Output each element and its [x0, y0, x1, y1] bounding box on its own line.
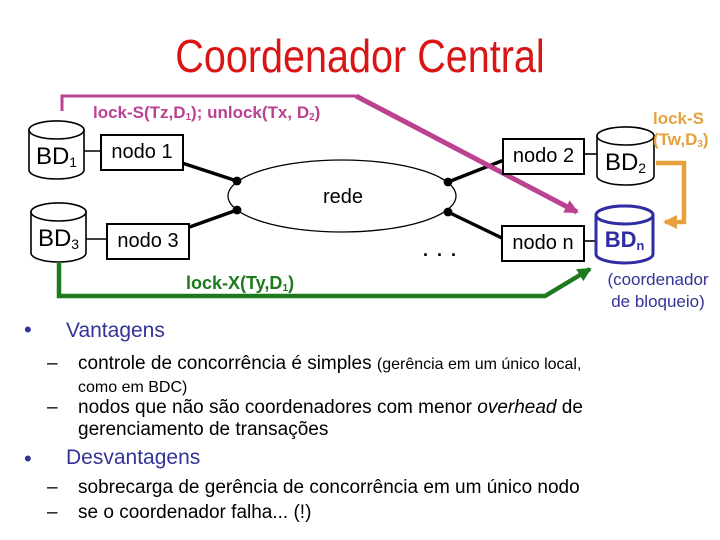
db-label-bdn: BDn	[596, 227, 653, 253]
node-label-n: nodo n	[512, 232, 574, 254]
adv-item1-small1: (gerência em um único local,	[376, 356, 582, 373]
bd1-sub: 1	[69, 154, 78, 171]
coordinator-note-line2: de bloqueio)	[611, 292, 705, 311]
lock-bottom-sub: 1	[282, 283, 289, 295]
lock-right-sub: 3	[697, 139, 703, 151]
bdn-text: BD	[604, 227, 637, 252]
lock-annotation-top: lock-S(Tz,D1); unlock(Tx, D2)	[93, 103, 321, 124]
lock-annotation-bottom: lock-X(Ty,D1)	[186, 273, 295, 295]
bullet-vantagens-dot: •	[24, 317, 32, 342]
node-network-links	[175, 158, 505, 241]
adv-item1: controle de concorrência é simples (gerê…	[78, 353, 581, 398]
network-label: rede	[323, 186, 364, 208]
dot-noden	[443, 207, 453, 217]
link-node2	[447, 158, 505, 184]
node-box-n: nodo n	[501, 225, 585, 262]
link-node3	[183, 208, 238, 231]
bd3-sub: 3	[71, 236, 80, 253]
node-box-3: nodo 3	[106, 223, 190, 260]
node-label-3: nodo 3	[117, 230, 179, 252]
db-cylinder-bd2	[596, 126, 655, 186]
node-label-2: nodo 2	[512, 145, 575, 167]
adv-item1-main: controle de concorrência é simples	[78, 353, 377, 374]
dis-item1: sobrecarga de gerência de concorrência e…	[78, 477, 580, 498]
adv-item2: nodos que não são coordenadores com meno…	[78, 397, 583, 440]
lock-right-text: (Tw,D	[653, 130, 698, 149]
bd2-text: BD	[604, 149, 639, 176]
db-cylinder-bd3	[30, 202, 87, 263]
db-label-bd3: BD3	[31, 225, 86, 253]
lock-right-line1: lock-S	[653, 109, 705, 128]
db-label-bd1: BD1	[29, 143, 84, 171]
link-noden	[447, 210, 505, 241]
lock-s-magenta-bracket	[60, 94, 356, 111]
bdn-sub: n	[636, 237, 645, 253]
heading-vantagens: Vantagens	[66, 319, 165, 342]
dot-node1	[232, 176, 242, 186]
page-title: Coordenador Central	[175, 30, 545, 82]
network-attach-dots	[232, 176, 453, 217]
heading-desvantagens: Desvantagens	[66, 446, 201, 469]
coordinator-note: (coordenador de bloqueio)	[596, 269, 720, 313]
dis-item2: se o coordenador falha... (!)	[78, 502, 312, 523]
bd1-text: BD	[35, 143, 70, 170]
lock-top-text2: ); unlock(Tx, D	[191, 103, 310, 122]
link-node1	[175, 159, 238, 183]
dot-node3	[232, 205, 242, 215]
bullet-desvantagens-dot: •	[24, 446, 32, 471]
lock-bottom-text2: )	[288, 273, 295, 293]
ellipsis-dots: . . .	[423, 240, 459, 260]
dash-adv-item1: –	[47, 353, 58, 374]
dash-adv-item2: –	[47, 397, 58, 418]
dash-dis-item1: –	[47, 477, 58, 498]
lock-bottom-text: lock-X(Ty,D	[186, 273, 283, 293]
node-label-1: nodo 1	[111, 141, 173, 163]
lock-x-green-arrow	[56, 262, 592, 299]
db-cylinder-bd1	[28, 120, 85, 180]
lock-right-text2: )	[702, 130, 709, 149]
network-ellipse	[227, 159, 457, 233]
lock-s-magenta-arrow	[354, 93, 579, 215]
bd3-text: BD	[37, 225, 72, 252]
bd2-sub: 2	[638, 160, 647, 177]
lock-top-sub1: 1	[185, 112, 192, 124]
adv-item2-pre: nodos que não são coordenadores com meno…	[78, 397, 478, 418]
node-box-2: nodo 2	[502, 138, 585, 175]
adv-item2-line2: gerenciamento de transações	[78, 418, 329, 440]
lock-s-orange-arrow	[656, 160, 687, 229]
lock-top-text3: )	[314, 103, 321, 122]
adv-item1-small2: como em BDC)	[78, 378, 188, 396]
adv-item2-italic: overhead	[477, 397, 557, 418]
dash-dis-item2: –	[47, 502, 58, 523]
node-box-1: nodo 1	[100, 134, 184, 171]
lock-top-sub2: 2	[309, 112, 315, 124]
db-label-bd2: BD2	[597, 149, 654, 177]
db-cylinder-bdn-coordinator	[594, 204, 655, 265]
coordinator-note-line1: (coordenador	[607, 270, 709, 289]
lock-top-text: lock-S(Tz,D	[93, 103, 186, 122]
lock-annotation-right: lock-S (Tw,D3)	[653, 108, 709, 153]
dot-node2	[443, 177, 453, 187]
adv-item2-post: de	[556, 397, 583, 418]
